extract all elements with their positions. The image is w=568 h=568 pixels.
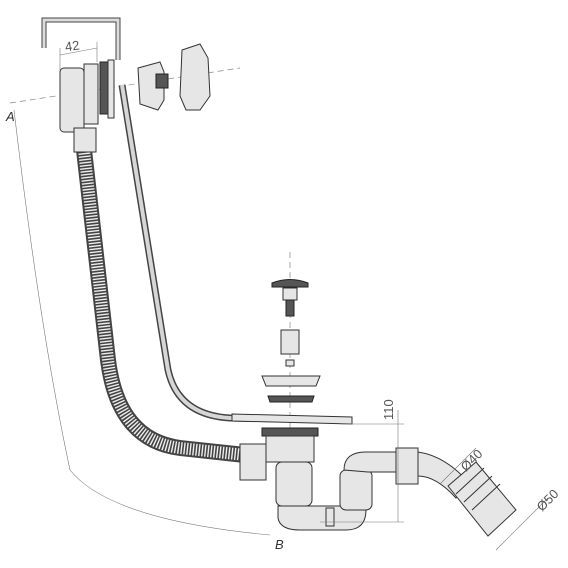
siphon-outlet-elbow: [343, 451, 401, 473]
siphon-clean-cap: [325, 507, 335, 527]
stopper-guide: [280, 329, 300, 355]
outlet-nut: [395, 447, 419, 485]
overflow-nut: [155, 73, 169, 89]
drain-gasket: [267, 395, 315, 403]
drain-lock-nut: [261, 427, 319, 437]
stopper-washer: [285, 359, 295, 367]
overflow-ring: [107, 59, 115, 119]
overflow-hook-pipe-inner: [42, 18, 120, 60]
overflow-gasket: [99, 61, 109, 115]
hose-coupling-top: [73, 127, 97, 153]
siphon-inlet: [275, 461, 313, 507]
stopper-stem: [282, 287, 298, 301]
overflow-handle: [179, 43, 211, 111]
siphon-outlet-nut: [339, 469, 373, 511]
drain-body: [265, 435, 315, 463]
bath-bottom-plate: [231, 413, 353, 425]
siphon-assembly: [239, 427, 517, 537]
point-a-label: A: [5, 109, 15, 124]
dia-50-label: Ø50: [534, 486, 562, 514]
overflow-tube: [118, 84, 341, 424]
outlet-adapter-50: [447, 461, 517, 537]
overflow-body: [59, 67, 85, 133]
hose-connector-nut: [239, 443, 267, 481]
corrugated-hose: [76, 149, 246, 463]
stopper-spring: [285, 299, 295, 317]
dim-42-label: 42: [64, 37, 80, 54]
adapter-ribs: [455, 467, 501, 511]
corrugated-hose-inner: [78, 149, 246, 461]
overflow-tube-inner: [120, 84, 341, 422]
dimension-110: 110: [320, 399, 404, 523]
point-b-label: B: [275, 537, 284, 552]
waste-stopper-parts: [261, 252, 321, 430]
reference-curve-a-b: [13, 109, 271, 536]
dimension-42: 42: [59, 37, 98, 70]
overflow-hook-pipe: [41, 17, 121, 60]
stopper-cap: [271, 279, 309, 288]
overflow-assembly: [59, 43, 211, 133]
overflow-flange: [83, 63, 99, 125]
dim-110-label: 110: [381, 399, 396, 420]
drain-flange: [261, 375, 321, 387]
